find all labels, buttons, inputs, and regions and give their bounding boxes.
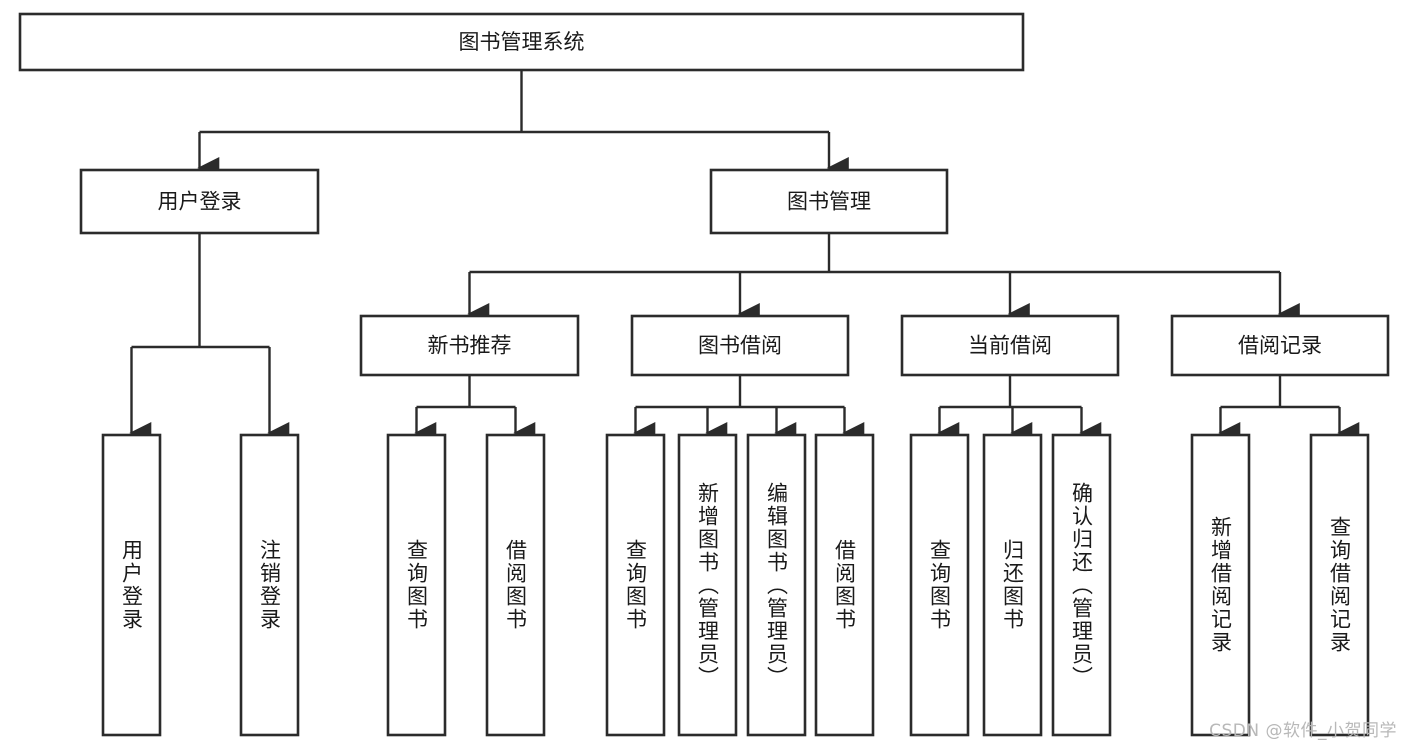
node-l3-新书推荐[interactable]: 新书推荐 — [359, 314, 580, 377]
leaf-box — [239, 433, 300, 737]
leaf-box — [485, 433, 546, 737]
node-label: 当前借阅 — [968, 334, 1052, 358]
node-box — [900, 314, 1120, 377]
leaf-box — [1190, 433, 1251, 737]
node-l3-当前借阅[interactable]: 当前借阅 — [900, 314, 1120, 377]
leaf-box — [1051, 433, 1112, 737]
leaf-box — [909, 433, 970, 737]
node-l3-图书借阅[interactable]: 图书借阅 — [630, 314, 850, 377]
leaf-node-查询图书-8[interactable] — [909, 433, 970, 737]
leaf-node-借阅图书-3[interactable] — [485, 433, 546, 737]
leaf-node-注销登录-1[interactable] — [239, 433, 300, 737]
leaf-node-确认归还管理员-10[interactable] — [1051, 433, 1112, 737]
leaf-node-用户登录-0[interactable] — [101, 433, 162, 737]
node-label: 新书推荐 — [428, 334, 512, 358]
node-box — [630, 314, 850, 377]
leaf-box — [386, 433, 447, 737]
node-box — [1170, 314, 1390, 377]
leaf-node-新增图书管理员-5[interactable] — [677, 433, 738, 737]
node-label: 图书借阅 — [698, 334, 782, 358]
node-box — [709, 168, 949, 235]
leaf-box — [677, 433, 738, 737]
leaf-box — [101, 433, 162, 737]
leaf-node-查询图书-2[interactable] — [386, 433, 447, 737]
leaf-node-查询借阅记录-12[interactable] — [1309, 433, 1370, 737]
node-box — [79, 168, 320, 235]
node-label: 用户登录 — [158, 190, 242, 214]
leaf-node-查询图书-4[interactable] — [605, 433, 666, 737]
watermark: CSDN @软件_小贺同学 — [1209, 721, 1397, 741]
node-label: 图书管理系统 — [459, 30, 585, 54]
node-box — [18, 12, 1025, 72]
leaf-box — [1309, 433, 1370, 737]
leaf-node-借阅图书-7[interactable] — [814, 433, 875, 737]
leaf-box — [982, 433, 1043, 737]
leaf-node-归还图书-9[interactable] — [982, 433, 1043, 737]
leaf-node-编辑图书管理员-6[interactable] — [746, 433, 807, 737]
node-box — [359, 314, 580, 377]
leaf-box — [746, 433, 807, 737]
connectors-layer — [129, 70, 1360, 444]
leaf-box — [814, 433, 875, 737]
node-l2-图书管理[interactable]: 图书管理 — [709, 168, 949, 235]
node-label: 借阅记录 — [1238, 334, 1322, 358]
leaf-box — [605, 433, 666, 737]
node-l3-借阅记录[interactable]: 借阅记录 — [1170, 314, 1390, 377]
leaf-node-新增借阅记录-11[interactable] — [1190, 433, 1251, 737]
node-root-图书管理系统[interactable]: 图书管理系统 — [18, 12, 1025, 72]
node-label: 图书管理 — [787, 190, 871, 214]
node-l2-用户登录[interactable]: 用户登录 — [79, 168, 320, 235]
